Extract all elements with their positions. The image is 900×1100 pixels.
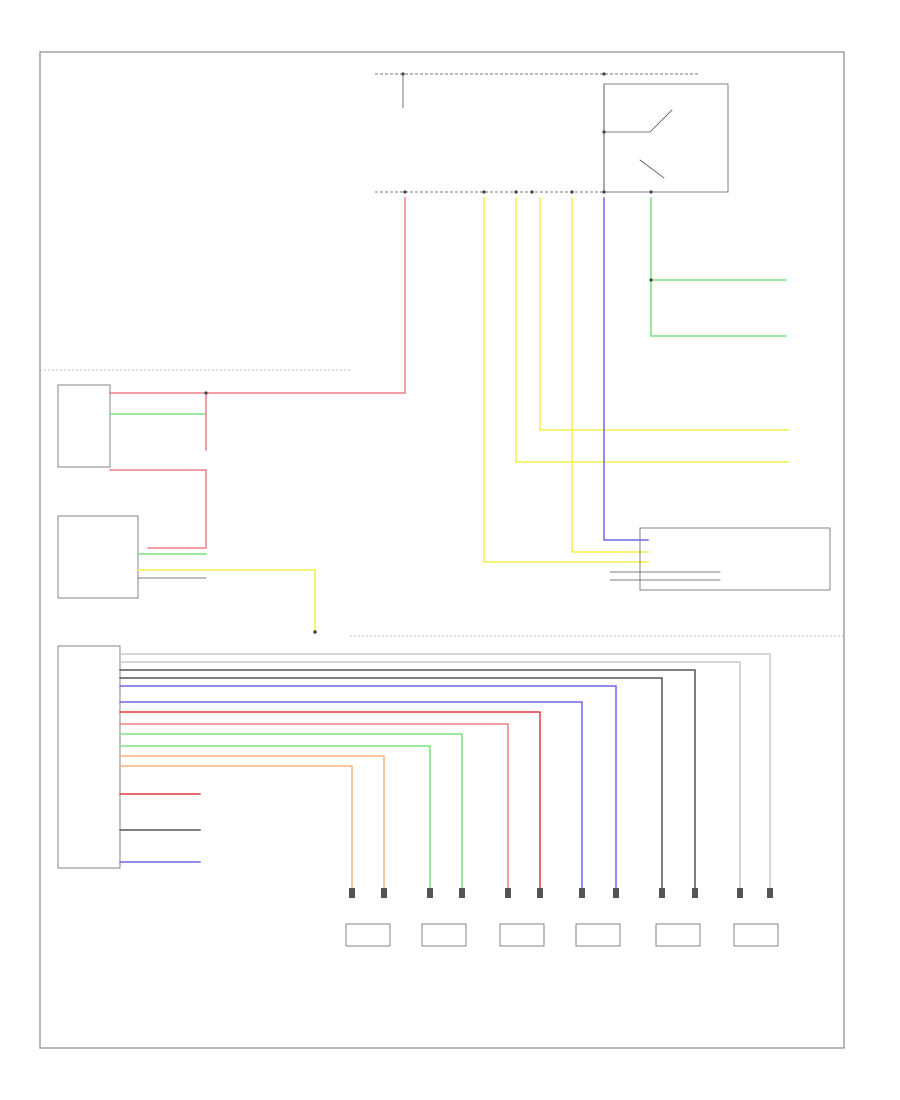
wire-black-2: [119, 677, 663, 889]
wire-orange-2: [119, 765, 353, 889]
wire-blue-2: [119, 701, 583, 889]
ecm-box: [639, 527, 831, 591]
wire-white-1: [119, 653, 771, 889]
wire-green-2: [119, 745, 431, 889]
battery-module-box: [57, 384, 111, 468]
wire-green-1: [119, 733, 463, 889]
bus-junction: [602, 72, 606, 76]
wire-ecm-orange: [609, 571, 721, 581]
ignition-relay-box: [603, 83, 729, 193]
bsm-box: [57, 515, 139, 599]
fuse-box-connectors: [403, 190, 653, 194]
wire-red-2: [119, 723, 509, 889]
ground-point: [313, 630, 317, 634]
splice: [649, 278, 653, 282]
sensor-module-box: [57, 645, 121, 869]
wire-green-heater: [650, 197, 787, 337]
wire-orange-1: [119, 755, 385, 889]
wire-yellow-bsm: [137, 569, 316, 631]
relay-contact: [603, 83, 673, 133]
wire-blue-1: [119, 685, 617, 889]
wire-yellow-1: [483, 197, 649, 563]
wire-red-1: [119, 711, 541, 889]
splice: [204, 391, 208, 395]
wire-pink-module: [109, 469, 207, 549]
relay-contact-arm: [603, 131, 665, 193]
wire-black-1: [119, 669, 696, 889]
sensor-bodies: [345, 923, 779, 947]
wire-white-2: [119, 661, 741, 889]
wire-yellow-4: [571, 197, 649, 553]
sensor-connectors: [349, 888, 773, 898]
wire-yellow-2: [515, 197, 789, 463]
wire-pink-feed: [109, 197, 406, 394]
wire-yellow-3: [539, 197, 789, 431]
relay-junction: [602, 130, 606, 134]
wire-blue-ecm: [603, 197, 649, 541]
diagram-frame: [39, 51, 845, 1049]
